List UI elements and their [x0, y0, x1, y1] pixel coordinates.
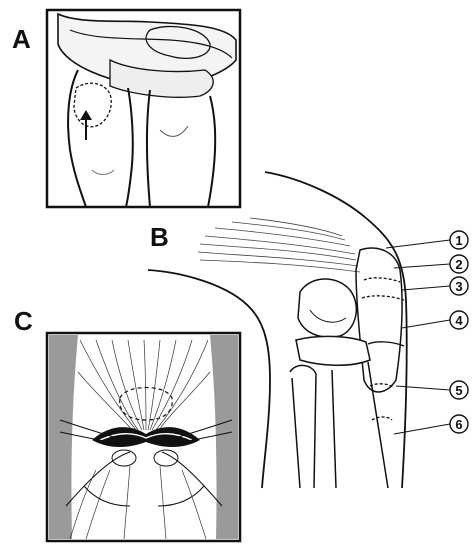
panel-a-illustration [47, 10, 240, 207]
panel-c-illustration [47, 333, 240, 541]
callout-2: 2 [455, 257, 462, 272]
callout-5: 5 [455, 383, 462, 398]
callout-3: 3 [455, 279, 462, 294]
callout-6: 6 [455, 417, 462, 432]
callout-1: 1 [455, 233, 462, 248]
callout-4: 4 [455, 313, 463, 328]
